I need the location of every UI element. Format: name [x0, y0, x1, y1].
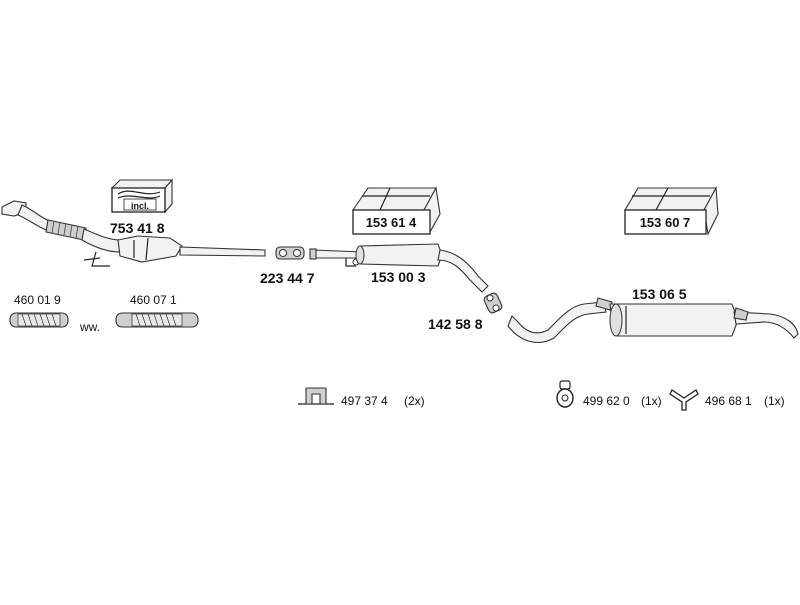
clamp-rear[interactable]	[483, 292, 503, 314]
flex-pipe-a[interactable]	[9, 312, 69, 328]
front-pipe-kit-box: incl.	[110, 178, 174, 214]
bracket-icon[interactable]	[298, 387, 334, 405]
part-number-142588[interactable]: 142 58 8	[428, 316, 483, 332]
part-number-497374[interactable]: 497 37 4	[341, 394, 388, 408]
rubber-mount-quantity: (1x)	[641, 394, 662, 408]
rear-silencer[interactable]	[507, 297, 799, 344]
middle-silencer[interactable]	[309, 243, 489, 293]
part-number-153003[interactable]: 153 00 3	[371, 269, 426, 285]
part-number-499620[interactable]: 499 62 0	[583, 394, 630, 408]
hanger-quantity: (1x)	[764, 394, 785, 408]
bracket-quantity: (2x)	[404, 394, 425, 408]
part-number-223447[interactable]: 223 44 7	[260, 270, 315, 286]
mounting-kit-box-rear	[624, 186, 719, 236]
part-number-153065[interactable]: 153 06 5	[632, 286, 687, 302]
kit-included-badge: incl.	[131, 201, 149, 211]
part-number-153614[interactable]: 153 61 4	[366, 215, 417, 230]
part-number-496681[interactable]: 496 68 1	[705, 394, 752, 408]
front-pipe-catalyst[interactable]	[1, 200, 266, 267]
flex-pipe-b[interactable]	[115, 312, 199, 328]
clamp-front[interactable]	[275, 246, 305, 260]
flex-pipe-separator: ww.	[79, 320, 100, 334]
part-number-460071[interactable]: 460 07 1	[130, 293, 177, 307]
mounting-kit-box-middle	[351, 186, 441, 235]
part-number-153607[interactable]: 153 60 7	[640, 215, 691, 230]
rubber-mount-icon[interactable]	[556, 380, 574, 408]
part-number-460019[interactable]: 460 01 9	[14, 293, 61, 307]
hanger-icon[interactable]	[669, 389, 699, 411]
part-number-753418[interactable]: 753 41 8	[110, 220, 165, 236]
